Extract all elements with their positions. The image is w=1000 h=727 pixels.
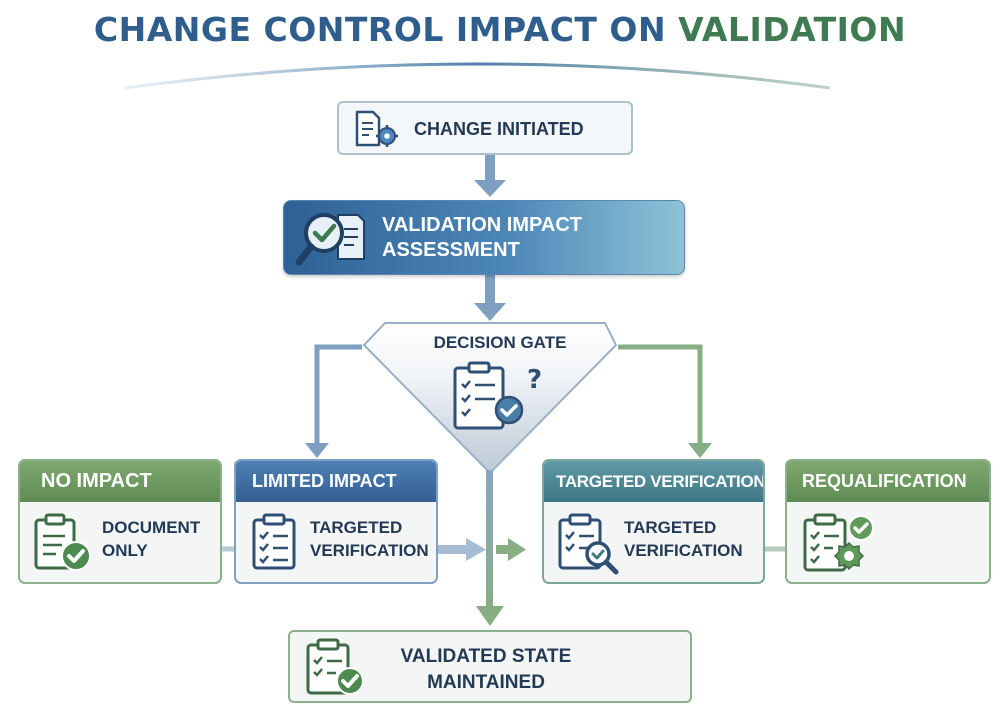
- title-part-1: CHANGE CONTROL IMPACT ON: [93, 10, 679, 49]
- requalification-option: REQUALIFICATION: [785, 459, 991, 584]
- no-impact-option: NO IMPACT DOCUMENT ONLY: [18, 459, 222, 584]
- limited-impact-option: LIMITED IMPACT TARGETED VERIFICATION: [234, 459, 438, 584]
- arrow-assessment-to-gate: [474, 275, 506, 321]
- limited-impact-text-line1: TARGETED: [310, 518, 403, 537]
- arrow-start-to-assessment: [474, 155, 506, 197]
- magnifier-check-icon: [295, 213, 365, 266]
- requalification-heading: REQUALIFICATION: [787, 461, 989, 502]
- targeted-verification-text-line2: VERIFICATION: [624, 541, 743, 560]
- targeted-verification-heading: TARGETED VERIFICATION: [544, 461, 763, 502]
- clipboard-search-icon: [558, 513, 619, 575]
- change-initiated-label: CHANGE INITIATED: [414, 119, 584, 139]
- question-mark: ?: [527, 365, 542, 395]
- validation-impact-assessment-node: VALIDATION IMPACT ASSESSMENT: [283, 200, 685, 275]
- no-impact-text: DOCUMENT ONLY: [102, 516, 200, 562]
- no-impact-text-line2: ONLY: [102, 541, 148, 560]
- limited-impact-heading: LIMITED IMPACT: [236, 461, 436, 502]
- targeted-verification-text-line1: TARGETED: [624, 518, 717, 537]
- targeted-verification-text: TARGETED VERIFICATION: [624, 516, 743, 562]
- change-initiated-node: CHANGE INITIATED: [337, 101, 633, 155]
- limited-impact-text-line2: VERIFICATION: [310, 541, 429, 560]
- branch-left-connector: [305, 344, 362, 458]
- branch-right-connector: [618, 344, 712, 458]
- diagram-title: CHANGE CONTROL IMPACT ON VALIDATION: [0, 10, 1000, 49]
- clipboard-question-icon: ?: [453, 361, 542, 430]
- clipboard-check-icon: [306, 638, 364, 695]
- decision-gate-label: DECISION GATE: [433, 333, 567, 352]
- limited-impact-text: TARGETED VERIFICATION: [310, 516, 429, 562]
- document-gear-icon: [355, 110, 398, 147]
- targeted-verification-option: TARGETED VERIFICATION TARGETED VERIFICAT…: [542, 459, 765, 584]
- clipboard-badge-icon: [803, 513, 874, 572]
- checklist-clipboard-icon: [252, 513, 296, 570]
- validated-state-label: VALIDATED STATE MAINTAINED: [400, 646, 572, 693]
- validation-impact-assessment-label: VALIDATION IMPACT ASSESSMENT: [382, 214, 582, 261]
- title-underline-arc: [124, 62, 831, 90]
- no-impact-heading: NO IMPACT: [20, 461, 220, 502]
- no-impact-text-line1: DOCUMENT: [102, 518, 201, 537]
- title-part-2: VALIDATION: [678, 10, 907, 49]
- validated-state-node: VALIDATED STATE MAINTAINED: [288, 630, 692, 703]
- clipboard-check-icon: [34, 513, 91, 571]
- gate-to-final-connector: [476, 470, 504, 626]
- horizontal-connectors: [222, 538, 785, 561]
